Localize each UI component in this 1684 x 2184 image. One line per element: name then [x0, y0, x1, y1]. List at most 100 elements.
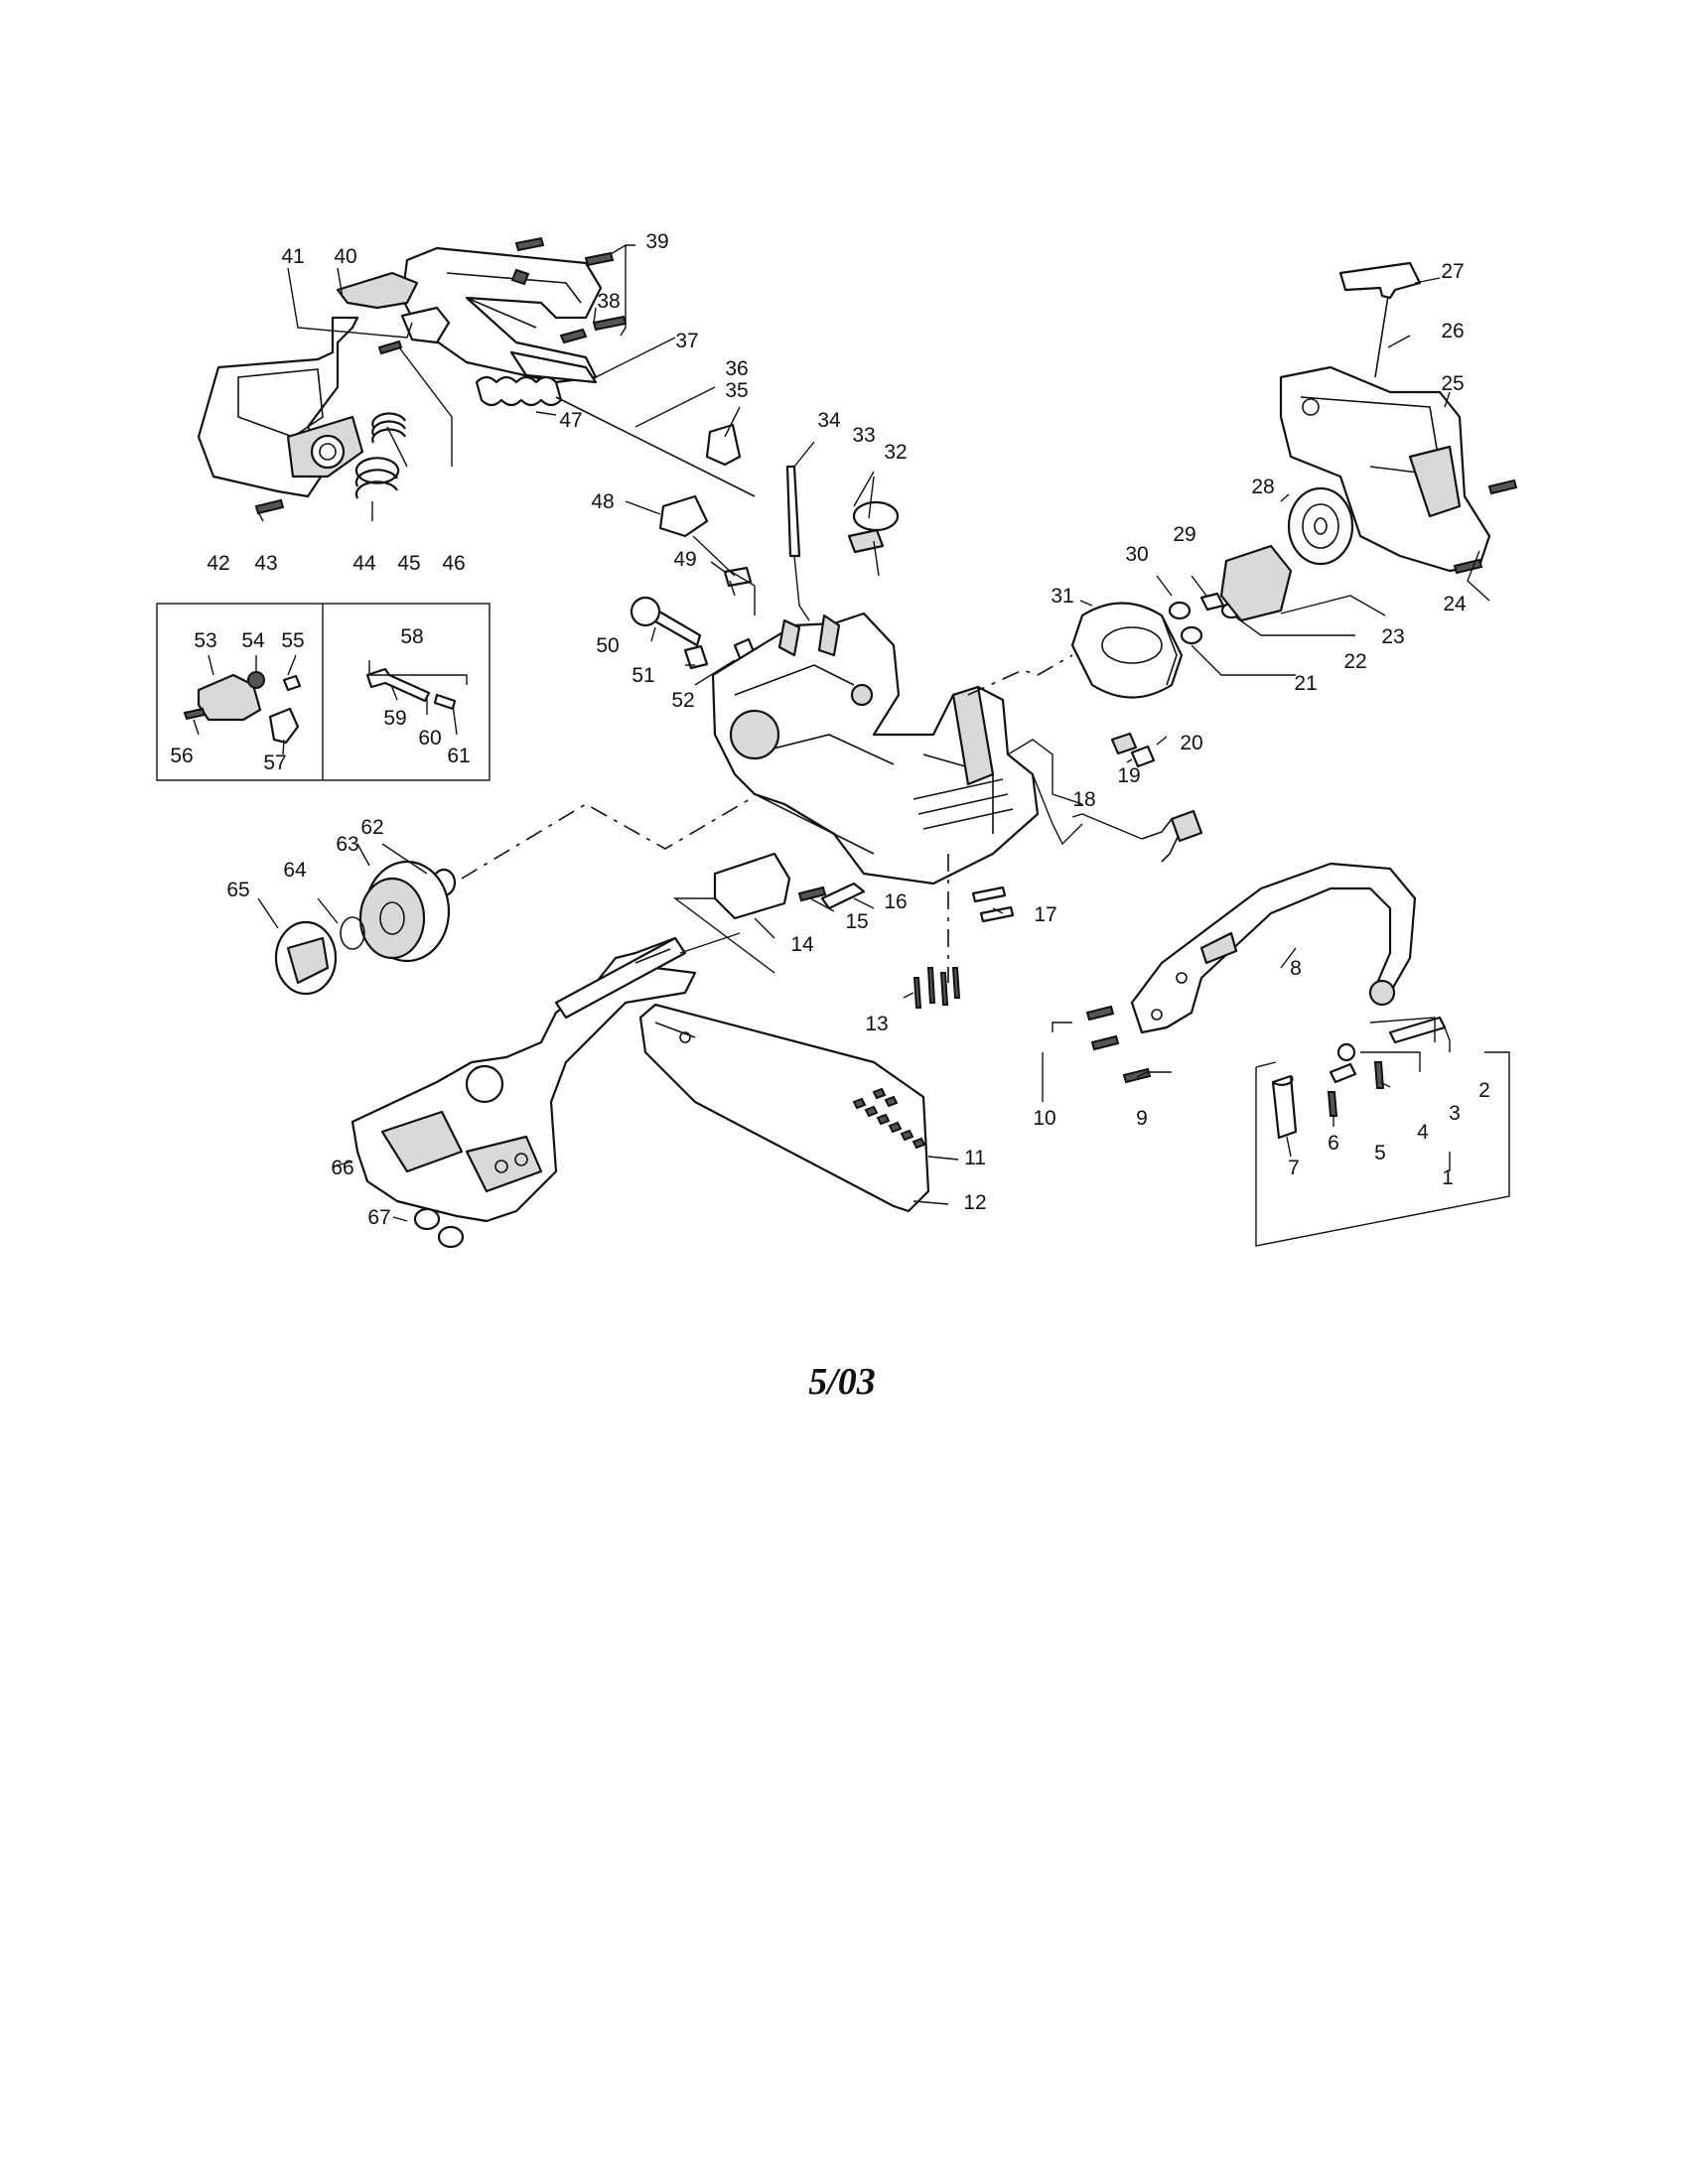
callout-45: 45	[397, 552, 420, 575]
throttle-spring-part	[475, 375, 563, 407]
primer-part	[630, 596, 702, 647]
guide-plate-part	[713, 852, 791, 920]
guide-bar-part	[638, 1003, 930, 1213]
screw-part	[1453, 478, 1518, 575]
callout-4: 4	[1417, 1121, 1429, 1144]
callout-11: 11	[964, 1147, 986, 1169]
callout-53: 53	[194, 629, 216, 652]
callout-15: 15	[845, 910, 868, 933]
callout-64: 64	[283, 859, 307, 882]
callout-46: 46	[442, 552, 465, 575]
callout-30: 30	[1125, 543, 1148, 566]
callout-23: 23	[1381, 625, 1404, 648]
fitting-part	[683, 644, 709, 670]
side-cover-part	[351, 936, 697, 1223]
parts-layer	[183, 236, 1518, 1249]
washer-part	[1180, 625, 1203, 645]
fitting-part	[268, 707, 300, 745]
callout-41: 41	[281, 245, 304, 268]
callout-25: 25	[1441, 372, 1464, 395]
hose-part	[433, 693, 457, 711]
callout-62: 62	[360, 816, 383, 839]
screw-part	[254, 498, 285, 515]
filter-part	[847, 528, 885, 554]
callout-8: 8	[1290, 957, 1302, 980]
rear-handle-part	[400, 246, 603, 384]
callout-17: 17	[1034, 903, 1056, 926]
callout-65: 65	[226, 879, 249, 901]
washer-part	[340, 916, 365, 950]
callout-40: 40	[334, 245, 356, 268]
callout-33: 33	[852, 424, 875, 447]
pin-part	[912, 967, 961, 1009]
chain-part	[852, 1087, 926, 1150]
callout-67: 67	[367, 1206, 390, 1229]
callout-38: 38	[597, 290, 620, 313]
flywheel-part	[1070, 602, 1184, 699]
callout-63: 63	[336, 833, 358, 856]
callout-59: 59	[383, 707, 406, 730]
callout-56: 56	[170, 745, 193, 767]
bushing-part	[1271, 1074, 1298, 1140]
callout-43: 43	[254, 552, 277, 575]
starter-rope-part	[1374, 295, 1389, 378]
screw-part	[1327, 1091, 1338, 1117]
callout-32: 32	[884, 441, 907, 464]
pulley-part	[1287, 486, 1354, 566]
screw-part	[1373, 1061, 1385, 1089]
throttle-rod-part	[555, 396, 756, 497]
spring-part	[1329, 1042, 1357, 1084]
engine-housing-part	[711, 612, 1040, 886]
callout-50: 50	[596, 634, 619, 657]
date-code: 5/03	[808, 1361, 876, 1403]
clutch-drum-part	[358, 860, 451, 963]
front-handle-part	[1130, 862, 1417, 1034]
callout-29: 29	[1173, 523, 1195, 546]
starter-pawl-part	[1219, 544, 1293, 622]
callout-35: 35	[725, 379, 748, 402]
trigger-lock-part	[400, 306, 451, 344]
callout-54: 54	[241, 629, 265, 652]
callout-66: 66	[331, 1157, 353, 1179]
washer-part	[1168, 601, 1192, 620]
callout-14: 14	[790, 933, 814, 956]
callout-36: 36	[725, 357, 748, 380]
callout-9: 9	[1136, 1107, 1148, 1130]
callout-24: 24	[1443, 593, 1467, 615]
nut-part	[413, 1207, 465, 1249]
grommet-part	[852, 500, 900, 532]
callout-7: 7	[1288, 1157, 1300, 1179]
air-filter-cover-part	[197, 316, 364, 498]
callout-10: 10	[1033, 1107, 1055, 1130]
callout-37: 37	[675, 330, 698, 352]
pin-part	[377, 340, 403, 355]
screw-part	[183, 707, 207, 721]
callout-49: 49	[673, 548, 696, 571]
callout-22: 22	[1343, 650, 1366, 673]
ignition-module-part	[1170, 809, 1203, 843]
callout-60: 60	[418, 727, 441, 750]
leader-lines	[156, 243, 1510, 1247]
clip-part	[705, 423, 742, 467]
callout-51: 51	[632, 664, 654, 687]
starter-housing-part	[1279, 365, 1491, 573]
spark-plug-cap-part	[1110, 732, 1138, 755]
callout-58: 58	[400, 625, 423, 648]
rod-part	[785, 465, 801, 558]
callout-52: 52	[671, 689, 694, 712]
clip-part	[1368, 979, 1396, 1007]
callout-2: 2	[1478, 1079, 1490, 1102]
callout-34: 34	[817, 409, 841, 432]
nut-part	[1199, 592, 1225, 612]
callout-55: 55	[281, 629, 304, 652]
callout-61: 61	[447, 745, 470, 767]
spring-part	[354, 457, 400, 499]
oil-hose-part	[365, 667, 431, 703]
starter-handle-part	[1338, 261, 1422, 300]
chain-catcher-part	[820, 882, 866, 910]
callout-5: 5	[1374, 1142, 1386, 1164]
callout-57: 57	[263, 751, 286, 774]
plate-part	[1388, 1016, 1447, 1044]
callout-13: 13	[865, 1013, 888, 1035]
callout-3: 3	[1449, 1102, 1461, 1125]
